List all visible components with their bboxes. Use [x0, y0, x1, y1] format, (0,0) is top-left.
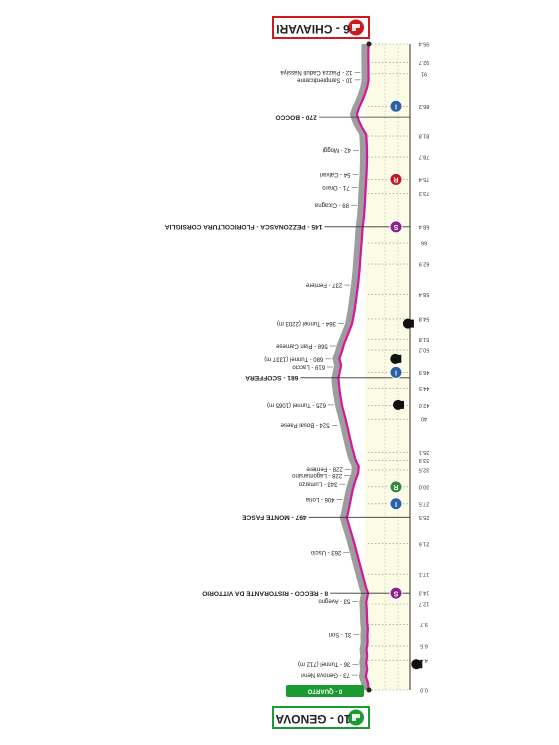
marker-symbol: S: [393, 223, 398, 230]
terrain-fill: [331, 41, 411, 693]
km-tick-label: 68.4: [419, 223, 430, 229]
landmark-label: 53 - Avegno: [318, 598, 351, 604]
landmark-label: 12 - Piazza Caduti Nassiya: [280, 69, 353, 75]
finish-node: [366, 41, 372, 47]
km-tick-label: 73.3: [419, 190, 430, 196]
km-tick-label: 4.4: [420, 657, 428, 663]
km-tick-label: 40: [421, 416, 427, 422]
landmark-label: 89 - Cicagna: [314, 202, 349, 208]
km-tick-label: 6.5: [420, 643, 428, 649]
km-tick-label: 9.7: [420, 621, 428, 627]
km-tick-label: 62.9: [419, 261, 430, 267]
km-tick-label: 27.5: [419, 500, 430, 506]
landmark-label: 497 - MONTE FASCE: [242, 514, 307, 521]
start-node: [366, 687, 372, 693]
landmark-label: 73 - Genova Nervi: [301, 672, 350, 678]
landmark-label: 8 - RECCO - RISTORANTE DA VITTORIO: [202, 589, 328, 596]
km-tick-label: 66: [421, 240, 427, 246]
km-tick-label: 81.8: [419, 133, 430, 139]
landmark-label: 145 - PEZZONASCA - FLORICOLTURA CORSIGLI…: [165, 223, 323, 230]
sprint-marker-icon: [389, 497, 403, 511]
race-markers: S I R I S R I: [389, 99, 403, 600]
km-tick-label: 75.4: [419, 176, 430, 182]
km-tick-label: 78.7: [419, 154, 430, 160]
finish-city-label: 6 - CHIAVARI: [276, 22, 350, 36]
km-tick-label: 14.3: [419, 590, 430, 596]
marker-symbol: R: [393, 483, 398, 490]
km-tick-label: 0.0: [420, 687, 428, 693]
start-zone-tag: 0 - QUARTO: [286, 685, 364, 697]
landmark-label: 680 - Tunnel (1337 m): [264, 355, 323, 361]
landmark-label: 270 - BOCCO: [275, 113, 316, 120]
marker-symbol: R: [393, 176, 398, 183]
gpm-marker-icon: [389, 586, 403, 600]
profile-background: [365, 44, 411, 690]
start-banner: 10 - GENOVA: [272, 706, 370, 729]
marker-symbol: I: [395, 369, 397, 376]
start-zone-label: 0 - QUARTO: [307, 687, 342, 693]
landmark-label: 524 - Bosai Paese: [280, 422, 330, 428]
landmark-label: 364 - Tunnel (2203 m): [277, 320, 336, 326]
km-tick-label: 86.2: [419, 103, 430, 109]
km-tick-label: 42.0: [419, 402, 430, 408]
km-tick-label: 33.9: [419, 457, 430, 463]
tunnel-icon: [393, 399, 404, 410]
landmark-label: 568 - Pian Carnese: [275, 342, 327, 348]
feed-marker-icon: [389, 480, 403, 494]
km-tick-label: 58.4: [419, 291, 430, 297]
landmark-labels: 0 - QUARTO 73 - Genova Nervi 36 - Tunnel (…: [165, 69, 423, 692]
terrain-shadow: [331, 44, 369, 690]
landmark-label: 237 - Ferriere: [305, 281, 342, 287]
km-tick-label: 32.5: [419, 466, 430, 472]
marker-symbol: I: [395, 500, 397, 507]
road-line: [337, 43, 370, 691]
km-tick-label: 12.7: [419, 601, 430, 607]
landmark-label: 10 - Sampierdicanne: [297, 76, 353, 82]
landmark-label: 228 - Lagomarsino: [292, 472, 343, 478]
landmark-label: 406 - Loria: [305, 496, 334, 502]
landmark-label: 263 - Uscio: [310, 549, 341, 555]
sprint-marker-icon: [389, 99, 403, 113]
landmark-label: 619 - Laccio: [292, 363, 325, 369]
km-tick-label: 46.9: [419, 369, 430, 375]
sprint-marker-icon: [389, 365, 403, 379]
km-tick-label: 95.4: [419, 41, 430, 47]
tunnel-icon: [411, 659, 423, 670]
landmark-label: 625 - Tunnel (1065 m): [267, 401, 326, 407]
feed-red-marker-icon: [389, 172, 403, 186]
landmark-label: 54 - Calvari: [320, 171, 351, 177]
km-tick-label: 30.0: [419, 483, 430, 489]
km-tick-label: 91: [421, 70, 427, 76]
landmark-label: 36 - Tunnel (712 m): [298, 661, 350, 667]
km-tick-label: 35.1: [419, 449, 430, 455]
km-tick-label: 92.7: [419, 59, 430, 65]
km-tick-label: 17.1: [419, 571, 430, 577]
marker-symbol: I: [395, 102, 397, 109]
finish-banner: 6 - CHIAVARI: [272, 16, 370, 39]
km-tick-label: 44.5: [419, 385, 430, 391]
landmark-label: 31 - Sori: [329, 631, 352, 637]
km-tick-label: 50.2: [419, 347, 430, 353]
marker-symbol: S: [393, 589, 398, 596]
landmark-label: 71 - Orero: [322, 184, 350, 190]
km-tick-labels: 0.0 4.4 6.5 9.7 12.7 14.3 17.1 21.6 25.5 27.5 30.0…: [419, 41, 430, 693]
km-tick-label: 51.8: [419, 336, 430, 342]
landmark-label: 42 - Moggi: [323, 147, 351, 153]
tunnel-icon: [390, 353, 402, 364]
km-tick-label: 21.6: [419, 540, 430, 546]
tunnel-icon: [402, 318, 414, 329]
landmark-label: 343 - Lumarzo: [298, 481, 337, 487]
km-tick-label: 54.8: [419, 315, 430, 321]
start-city-label: 10 - GENOVA: [275, 712, 350, 726]
landmark-label: 228 - Ferriere: [306, 466, 343, 472]
km-tick-label: 25.5: [419, 514, 430, 520]
landmark-label: 681 - SCOFFERA: [245, 374, 298, 381]
gpm-marker-icon: [389, 220, 403, 234]
